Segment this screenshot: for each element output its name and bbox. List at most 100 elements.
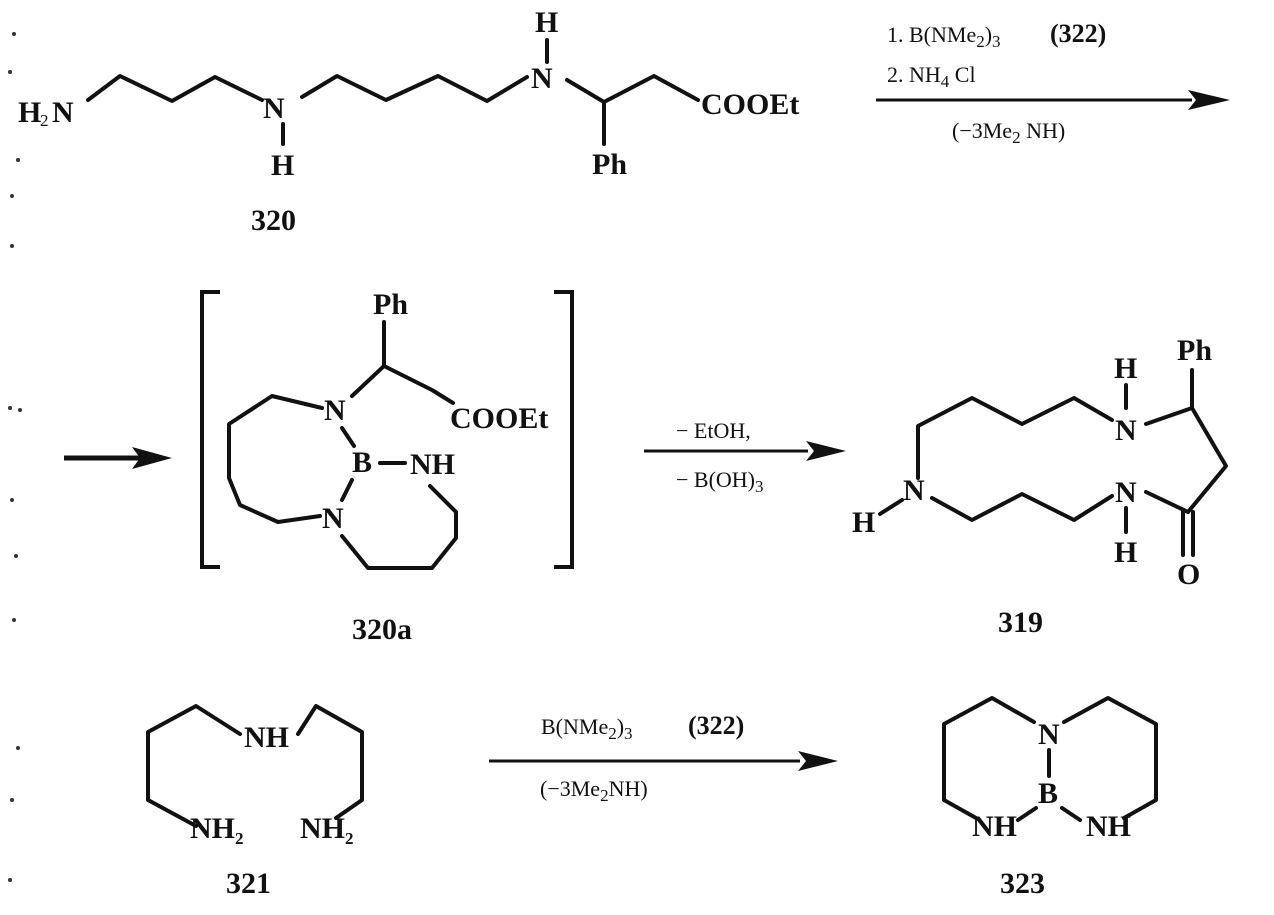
c320a-ch2-bond (382, 364, 455, 405)
c320-chain-1 (86, 74, 264, 103)
c320a-bracket-right (554, 290, 574, 569)
r1-step2: 2. NH (887, 62, 941, 87)
c320-h2n-n: N (52, 96, 74, 129)
c320a-ph: Ph (373, 288, 408, 321)
c319-ch-ch2-co (1186, 406, 1228, 514)
c320a-n-top: N (324, 394, 346, 427)
c323-b: B (1038, 777, 1058, 810)
c321-arm-right (296, 704, 364, 820)
c320-ester: COOEt (701, 88, 799, 121)
c319-o: O (1177, 558, 1200, 591)
reaction-2: − EtOH, − B(OH)3 (644, 418, 846, 496)
c320a-n-bot: N (322, 502, 344, 535)
r3-above-close: ) (617, 714, 624, 739)
svg-text:2. NH4 Cl: 2. NH4 Cl (887, 62, 976, 91)
c323-b-nh-left (1016, 806, 1038, 822)
speck (10, 798, 14, 802)
compound-320: H 2 N N H N H COOEt Ph 320 (18, 6, 799, 237)
c323-label: 323 (1000, 867, 1045, 900)
c320-chain-3 (565, 74, 700, 104)
speck (10, 498, 14, 502)
c320-n2: N (531, 62, 553, 95)
svg-text:B(NMe2)3: B(NMe2)3 (541, 714, 633, 743)
svg-text:NH2: NH2 (190, 812, 244, 848)
c320-h1: H (271, 149, 294, 182)
speck (16, 746, 20, 750)
c319-h-top: H (1114, 352, 1137, 385)
svg-text:NH2: NH2 (300, 812, 354, 848)
c320a-bracket-left (200, 290, 220, 569)
c320a-n-b-bond (340, 426, 356, 448)
r3-arrowhead (798, 751, 838, 771)
r2-line2: − B(OH) (676, 467, 755, 492)
c319-n-top: N (1115, 414, 1137, 447)
svg-text:(−3Me2NH): (−3Me2NH) (540, 776, 648, 805)
speck (18, 408, 22, 412)
c320a-nh: NH (410, 448, 455, 481)
speck (8, 70, 12, 74)
reaction-3: B(NMe2)3 (322) (−3Me2NH) (489, 711, 838, 805)
svg-text:1. B(NMe2)3: 1. B(NMe2)3 (887, 22, 1001, 51)
c320a-label: 320a (352, 613, 412, 646)
c319-h-left: H (852, 506, 875, 539)
r3-ref: (322) (688, 711, 744, 740)
c319-chain-lower (930, 492, 1114, 522)
r1-step1-sub: 2 (976, 32, 985, 51)
c321-arm-left (146, 704, 242, 828)
c323-nh-left: NH (972, 810, 1017, 843)
arrow-to-320a (64, 447, 172, 469)
r1-step2-sub: 4 (941, 72, 950, 91)
c321-nh2-right: NH (300, 812, 345, 845)
r1-below-tail: NH) (1021, 118, 1066, 143)
r2-line1: − EtOH, (676, 418, 751, 443)
r3-above-sub3: 3 (624, 724, 633, 743)
c321-nh: NH (244, 721, 289, 754)
c321-label: 321 (226, 867, 271, 900)
c319-chain-upper (916, 396, 1114, 480)
speck (12, 32, 16, 36)
r1-arrowhead (1188, 90, 1230, 110)
r1-ref: (322) (1050, 19, 1106, 48)
c319-n-left: N (903, 474, 925, 507)
speck (8, 406, 12, 410)
r3-below: (−3Me (540, 776, 600, 801)
c320-ph: Ph (592, 148, 627, 181)
r1-step1-close: ) (985, 22, 992, 47)
c319-h-amide: H (1114, 536, 1137, 569)
r2-arrowhead (806, 441, 846, 461)
c319-co-n-bond (1144, 490, 1190, 514)
speck (14, 554, 18, 558)
speck (10, 244, 14, 248)
speck (8, 878, 12, 882)
c320a-ring-left (227, 394, 324, 524)
speck (16, 158, 20, 162)
c320a-ester: COOEt (450, 402, 548, 435)
c319-ph: Ph (1177, 334, 1212, 367)
c321-nh2-right-sub: 2 (345, 829, 354, 848)
speck (12, 618, 16, 622)
c320-h2n-h: H (18, 96, 41, 129)
c323-ring-right (1062, 696, 1158, 820)
c321-nh2-left: NH (190, 812, 235, 845)
c321-nh2-left-sub: 2 (235, 829, 244, 848)
c320-n1: N (263, 92, 285, 125)
compound-321: NH NH2 NH2 321 (146, 704, 364, 900)
arrow-320a-head (132, 447, 172, 469)
r3-above-sub: 2 (608, 724, 617, 743)
c320a-ring-right (340, 484, 458, 570)
r3-above: B(NMe (541, 714, 608, 739)
svg-text:(−3Me2 NH): (−3Me2 NH) (952, 118, 1065, 147)
c319-n-amide: N (1115, 476, 1137, 509)
c323-ring-left (942, 696, 1036, 820)
r1-below: (−3Me (952, 118, 1012, 143)
c323-nh-right: NH (1086, 810, 1131, 843)
c320a-b: B (352, 446, 372, 479)
r3-below-tail: NH) (609, 776, 648, 801)
r1-step1-sub3: 3 (992, 32, 1001, 51)
compound-319: Ph H N O N H N H 319 (852, 334, 1228, 639)
c320-h2n-sub: 2 (40, 111, 49, 130)
r1-step2-tail: Cl (949, 62, 975, 87)
c320a-ch-n-bond (350, 364, 386, 398)
r1-step1: 1. B(NMe (887, 22, 976, 47)
